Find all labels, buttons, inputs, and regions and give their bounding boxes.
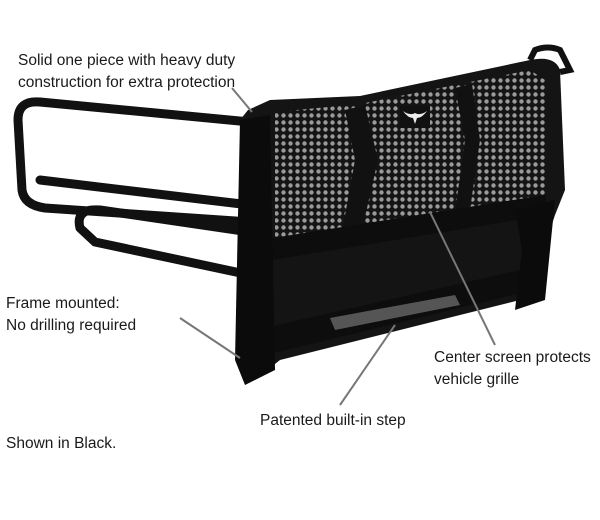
callout-step: Patented built-in step: [260, 410, 406, 432]
callout-construction: Solid one piece with heavy duty construc…: [18, 50, 235, 94]
color-note: Shown in Black.: [6, 435, 117, 452]
callout-construction-line1: Solid one piece with heavy duty: [18, 52, 236, 69]
callout-frame-line2: No drilling required: [6, 317, 137, 334]
longhorn-skull-icon: [400, 106, 430, 128]
callout-screen-line2: vehicle grille: [434, 371, 520, 388]
callout-screen: Center screen protects vehicle grille: [434, 347, 591, 391]
callout-construction-line2: construction for extra protection: [18, 74, 236, 91]
leader-lines: [179, 87, 496, 406]
wing-tubes: [13, 97, 255, 280]
center-screen: [275, 70, 545, 240]
callout-frame-line1: Frame mounted:: [6, 295, 120, 312]
callout-step-line1: Patented built-in step: [260, 412, 406, 429]
callout-frame: Frame mounted: No drilling required: [6, 293, 136, 337]
callout-screen-line1: Center screen protects: [434, 349, 591, 366]
built-in-step: [330, 295, 460, 330]
